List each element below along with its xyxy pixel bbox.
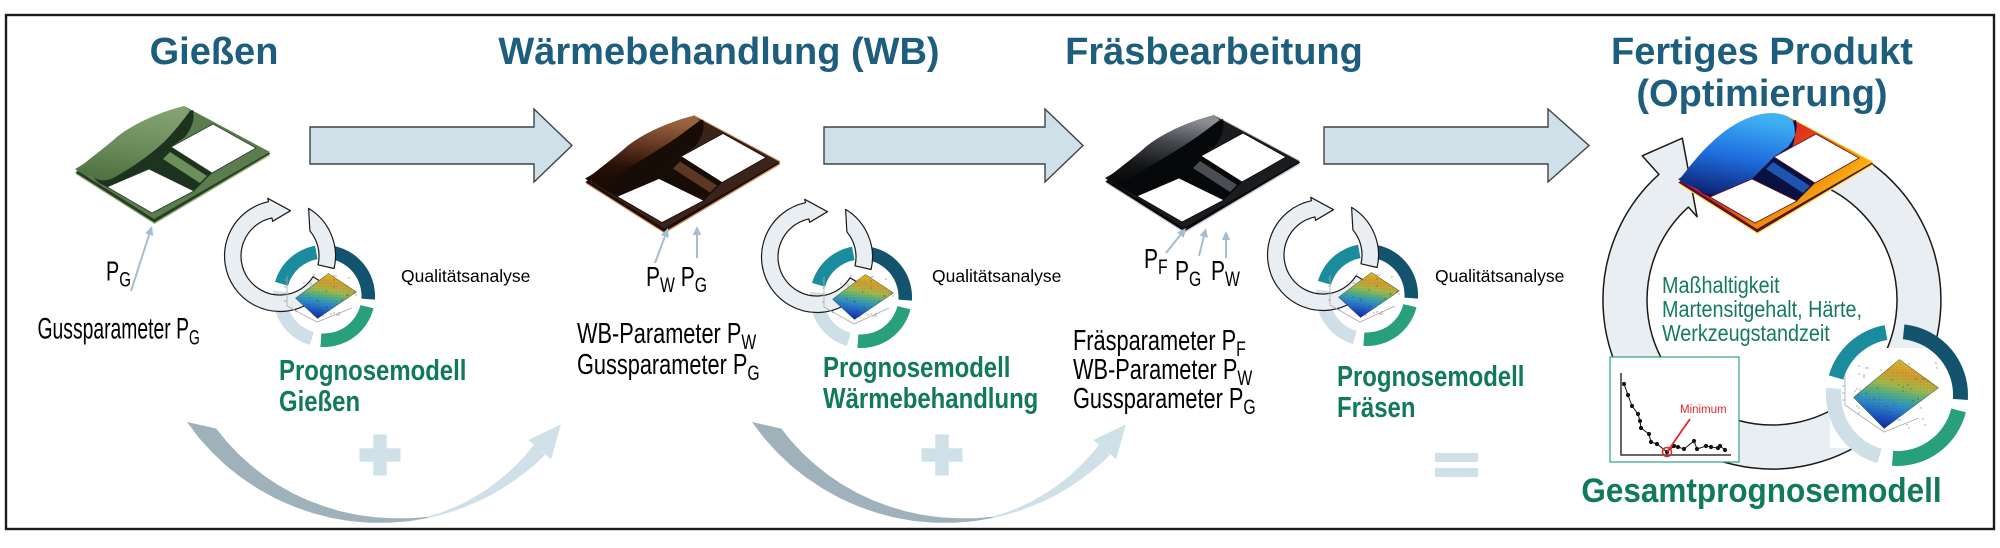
svg-text:(Optimierung): (Optimierung) [1636, 73, 1887, 115]
svg-text:Qualitätsanalyse: Qualitätsanalyse [1435, 266, 1564, 286]
svg-text:Qualitätsanalyse: Qualitätsanalyse [932, 266, 1061, 286]
svg-text:PW PG: PW PG [646, 262, 707, 296]
svg-text:Gießen: Gießen [279, 385, 360, 417]
svg-text:Fräsbearbeitung: Fräsbearbeitung [1065, 31, 1363, 73]
svg-text:Gussparameter PG: Gussparameter PG [577, 349, 760, 384]
svg-text:PG: PG [106, 256, 131, 291]
svg-text:PG: PG [1175, 256, 1201, 290]
svg-text:Prognosemodell: Prognosemodell [823, 351, 1010, 383]
svg-text:Gussparameter PG: Gussparameter PG [1073, 383, 1256, 418]
svg-text:Fräsparameter PF: Fräsparameter PF [1073, 325, 1246, 360]
svg-text:Minimum: Minimum [1680, 404, 1727, 416]
svg-text:Gesamtprognosemodell: Gesamtprognosemodell [1581, 471, 1941, 510]
svg-text:Prognosemodell: Prognosemodell [279, 354, 466, 386]
svg-text:Prognosemodell: Prognosemodell [1337, 360, 1524, 392]
svg-text:Qualitätsanalyse: Qualitätsanalyse [401, 266, 530, 286]
svg-text:Maßhaltigkeit: Maßhaltigkeit [1662, 273, 1780, 299]
svg-text:Fräsen: Fräsen [1337, 391, 1415, 423]
svg-text:Gussparameter PG: Gussparameter PG [38, 314, 200, 350]
svg-text:WB-Parameter PW: WB-Parameter PW [1073, 354, 1253, 389]
svg-text:PF: PF [1144, 244, 1168, 278]
svg-text:Werkzeugstandzeit: Werkzeugstandzeit [1662, 321, 1830, 347]
svg-text:Wärmebehandlung (WB): Wärmebehandlung (WB) [498, 31, 939, 73]
svg-text:Gießen: Gießen [150, 31, 279, 73]
svg-text:Fertiges Produkt: Fertiges Produkt [1611, 31, 1913, 73]
svg-text:PW: PW [1211, 256, 1240, 290]
svg-text:Martensitgehalt, Härte,: Martensitgehalt, Härte, [1662, 297, 1862, 323]
svg-text:WB-Parameter PW: WB-Parameter PW [577, 318, 757, 353]
svg-text:Wärmebehandlung: Wärmebehandlung [823, 382, 1038, 414]
